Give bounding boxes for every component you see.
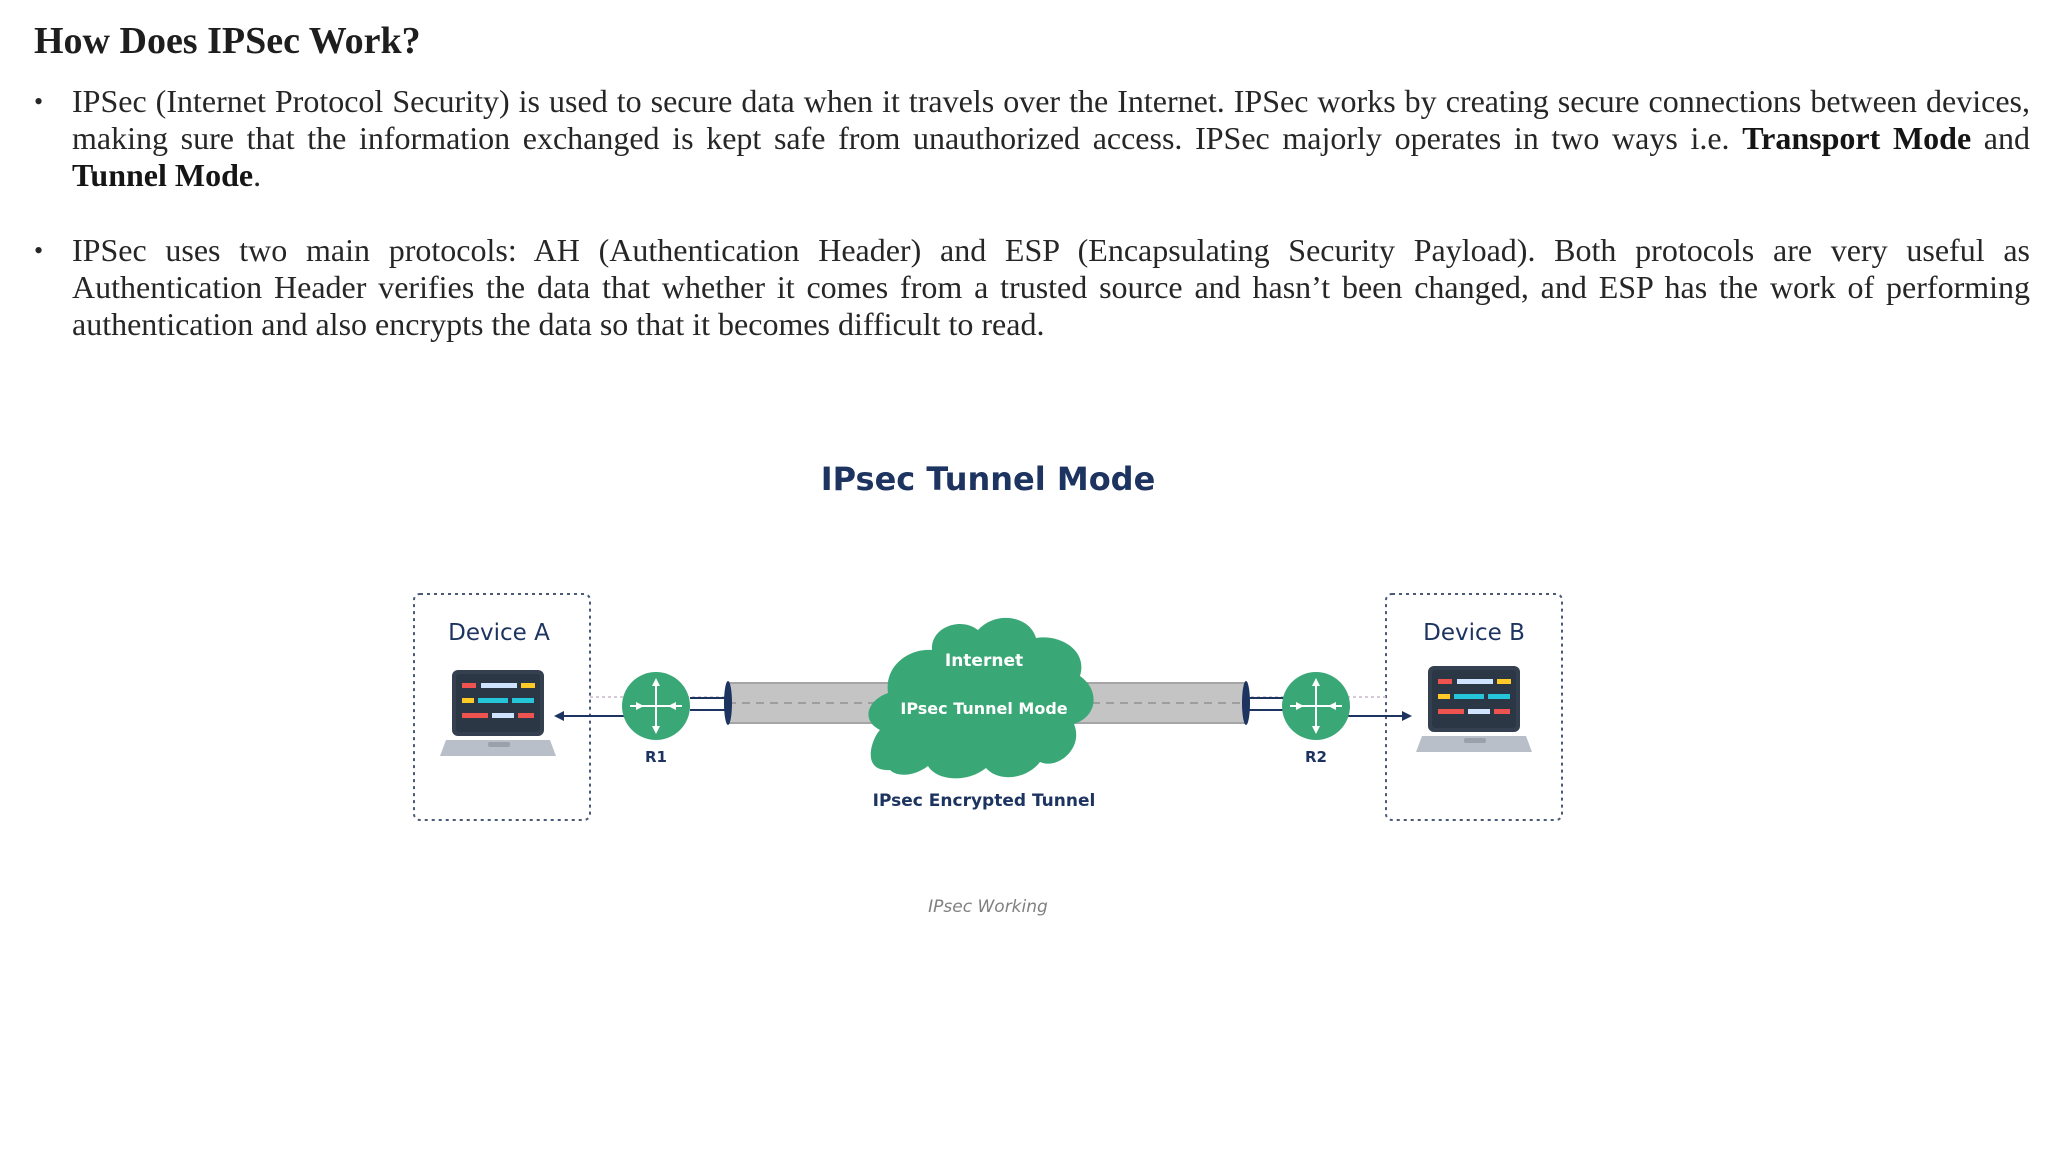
arrow-left-icon bbox=[554, 711, 564, 721]
bullet-item: • IPSec (Internet Protocol Security) is … bbox=[34, 83, 2030, 194]
bullet-item: • IPSec uses two main protocols: AH (Aut… bbox=[34, 232, 2030, 343]
router-r2-icon bbox=[1282, 672, 1350, 740]
laptop-icon bbox=[1416, 666, 1532, 752]
paragraph-text: . bbox=[253, 157, 262, 193]
device-a-box bbox=[413, 593, 591, 821]
bold-term: Tunnel Mode bbox=[72, 157, 254, 193]
bullet-icon: • bbox=[34, 87, 44, 116]
tunnel-caption: IPsec Encrypted Tunnel bbox=[873, 791, 1096, 811]
paragraph-text: and bbox=[1971, 120, 2030, 156]
tunnel-label: IPsec Tunnel Mode bbox=[900, 699, 1067, 718]
internet-cloud-icon bbox=[868, 617, 1094, 779]
figure-caption: IPsec Working bbox=[928, 897, 1048, 917]
paragraph-text: IPSec uses two main protocols: AH (Authe… bbox=[72, 232, 2030, 342]
page-heading: How Does IPSec Work? bbox=[34, 20, 421, 62]
device-a-label: Device A bbox=[448, 620, 550, 646]
router-r1-label: R1 bbox=[645, 748, 667, 766]
device-b-label: Device B bbox=[1423, 620, 1525, 646]
arrow-right-icon bbox=[1402, 711, 1412, 721]
bullet-icon: • bbox=[34, 236, 44, 265]
laptop-icon bbox=[440, 670, 556, 756]
router-r1-icon bbox=[622, 672, 690, 740]
diagram-title: IPsec Tunnel Mode bbox=[821, 460, 1156, 498]
bold-term: Transport Mode bbox=[1742, 120, 1972, 156]
cloud-label: Internet bbox=[945, 651, 1023, 671]
device-b-box bbox=[1385, 593, 1563, 821]
bullet-paragraph: IPSec (Internet Protocol Security) is us… bbox=[72, 83, 2030, 193]
bullet-paragraph: IPSec uses two main protocols: AH (Authe… bbox=[72, 232, 2030, 342]
paragraph-text: IPSec (Internet Protocol Security) is us… bbox=[72, 83, 2030, 156]
bullet-list: • IPSec (Internet Protocol Security) is … bbox=[34, 83, 2030, 381]
router-r2-label: R2 bbox=[1305, 748, 1327, 766]
